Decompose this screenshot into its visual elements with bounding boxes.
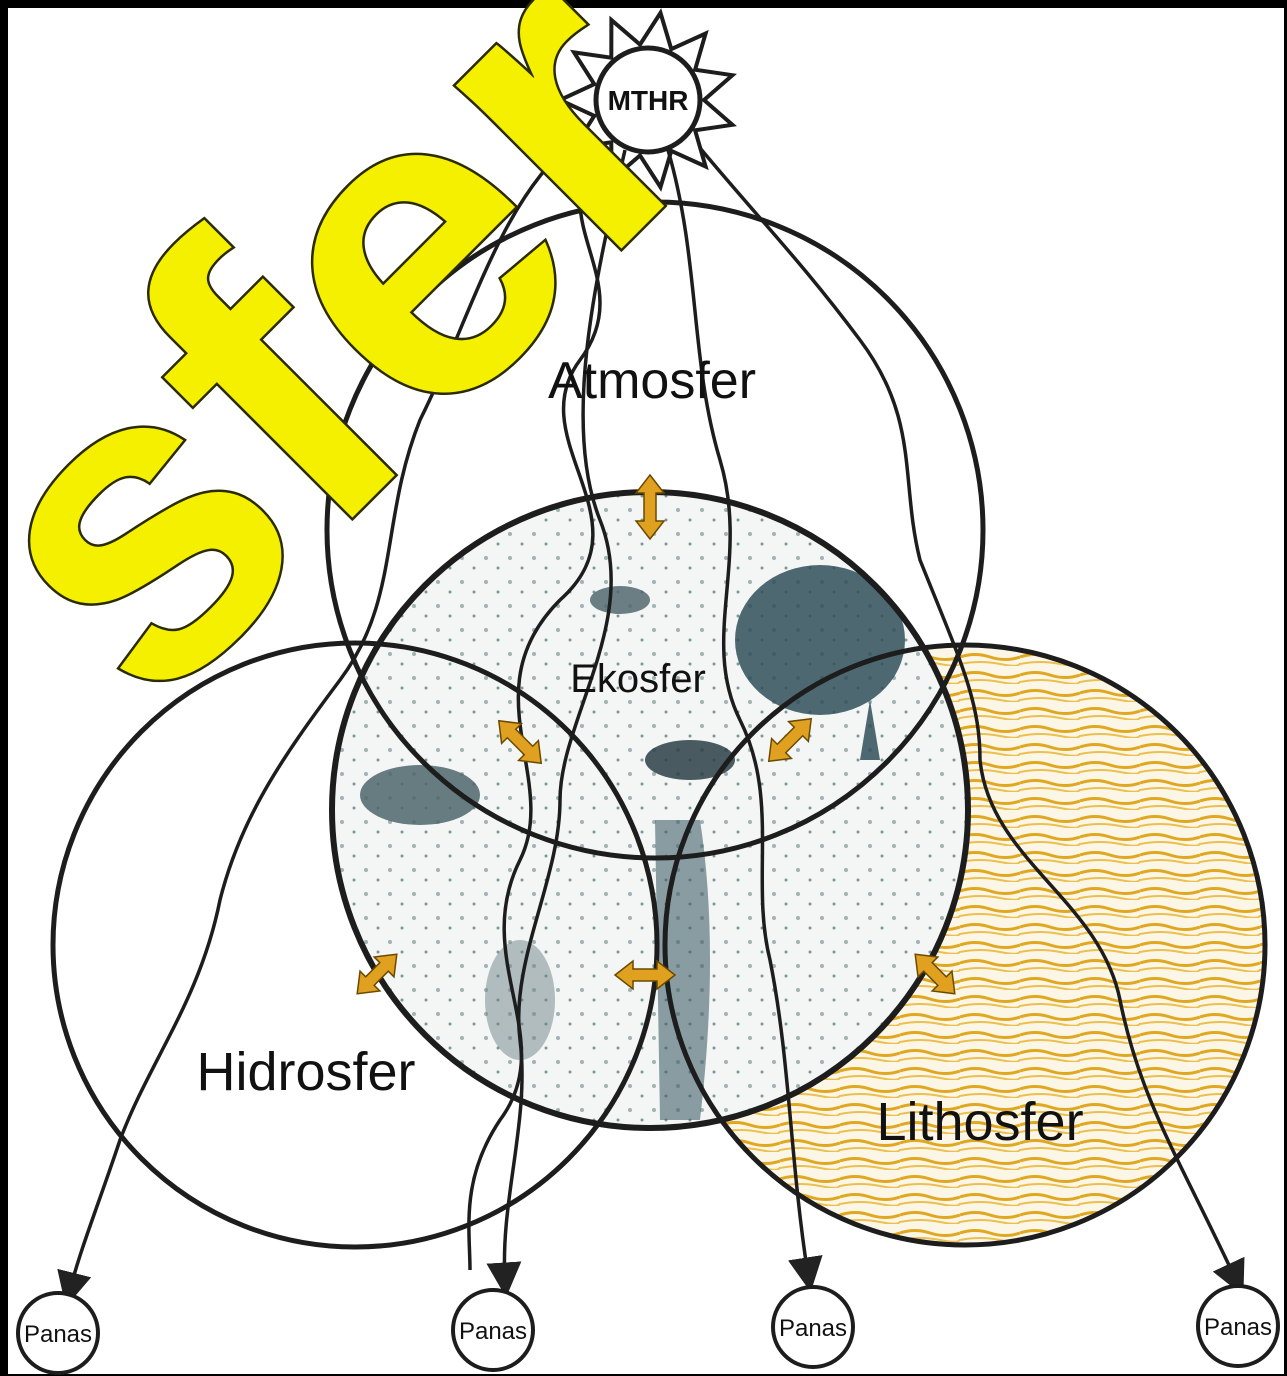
heat-sinks: Panas Panas Panas Panas <box>18 1286 1278 1373</box>
heat-sink: Panas <box>773 1287 853 1367</box>
ecosphere-label: Ekosfer <box>570 657 706 701</box>
heat-sink-label: Panas <box>459 1318 527 1345</box>
heat-sink: Panas <box>1198 1286 1278 1366</box>
heat-sink: Panas <box>453 1290 533 1370</box>
heat-sink-label: Panas <box>779 1315 847 1342</box>
heat-sink-label: Panas <box>1204 1314 1272 1341</box>
heat-sink: Panas <box>18 1293 98 1373</box>
hydrosphere-label: Hidrosfer <box>196 1042 415 1102</box>
lithosphere-label: Lithosfer <box>876 1092 1083 1152</box>
heat-sink-label: Panas <box>24 1321 92 1348</box>
